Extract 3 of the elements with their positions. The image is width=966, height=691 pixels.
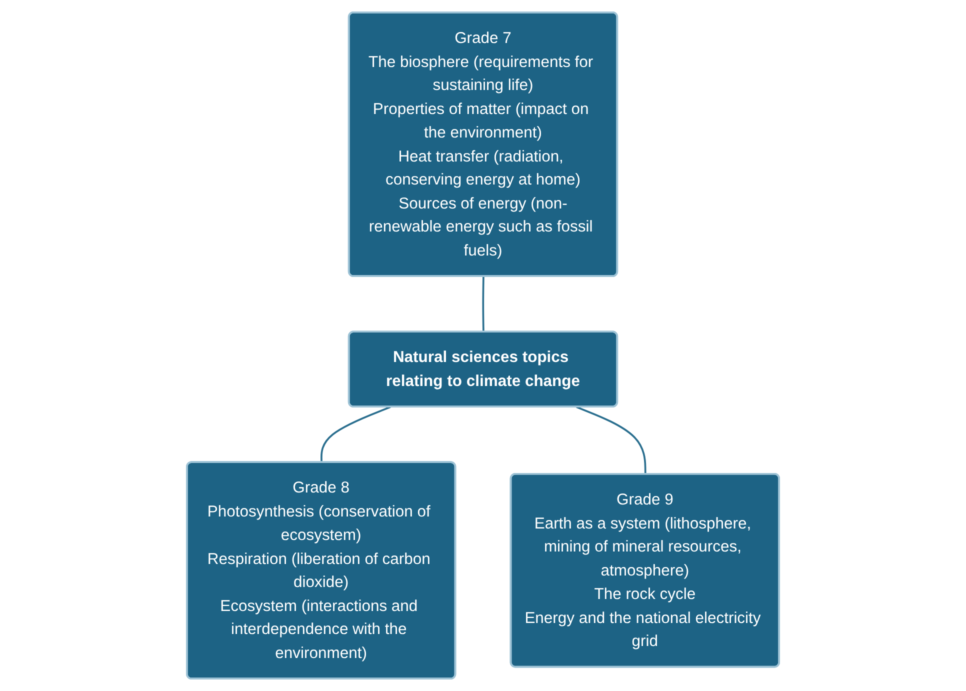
connector: [320, 406, 391, 463]
connector: [482, 276, 484, 332]
connector: [576, 406, 646, 474]
